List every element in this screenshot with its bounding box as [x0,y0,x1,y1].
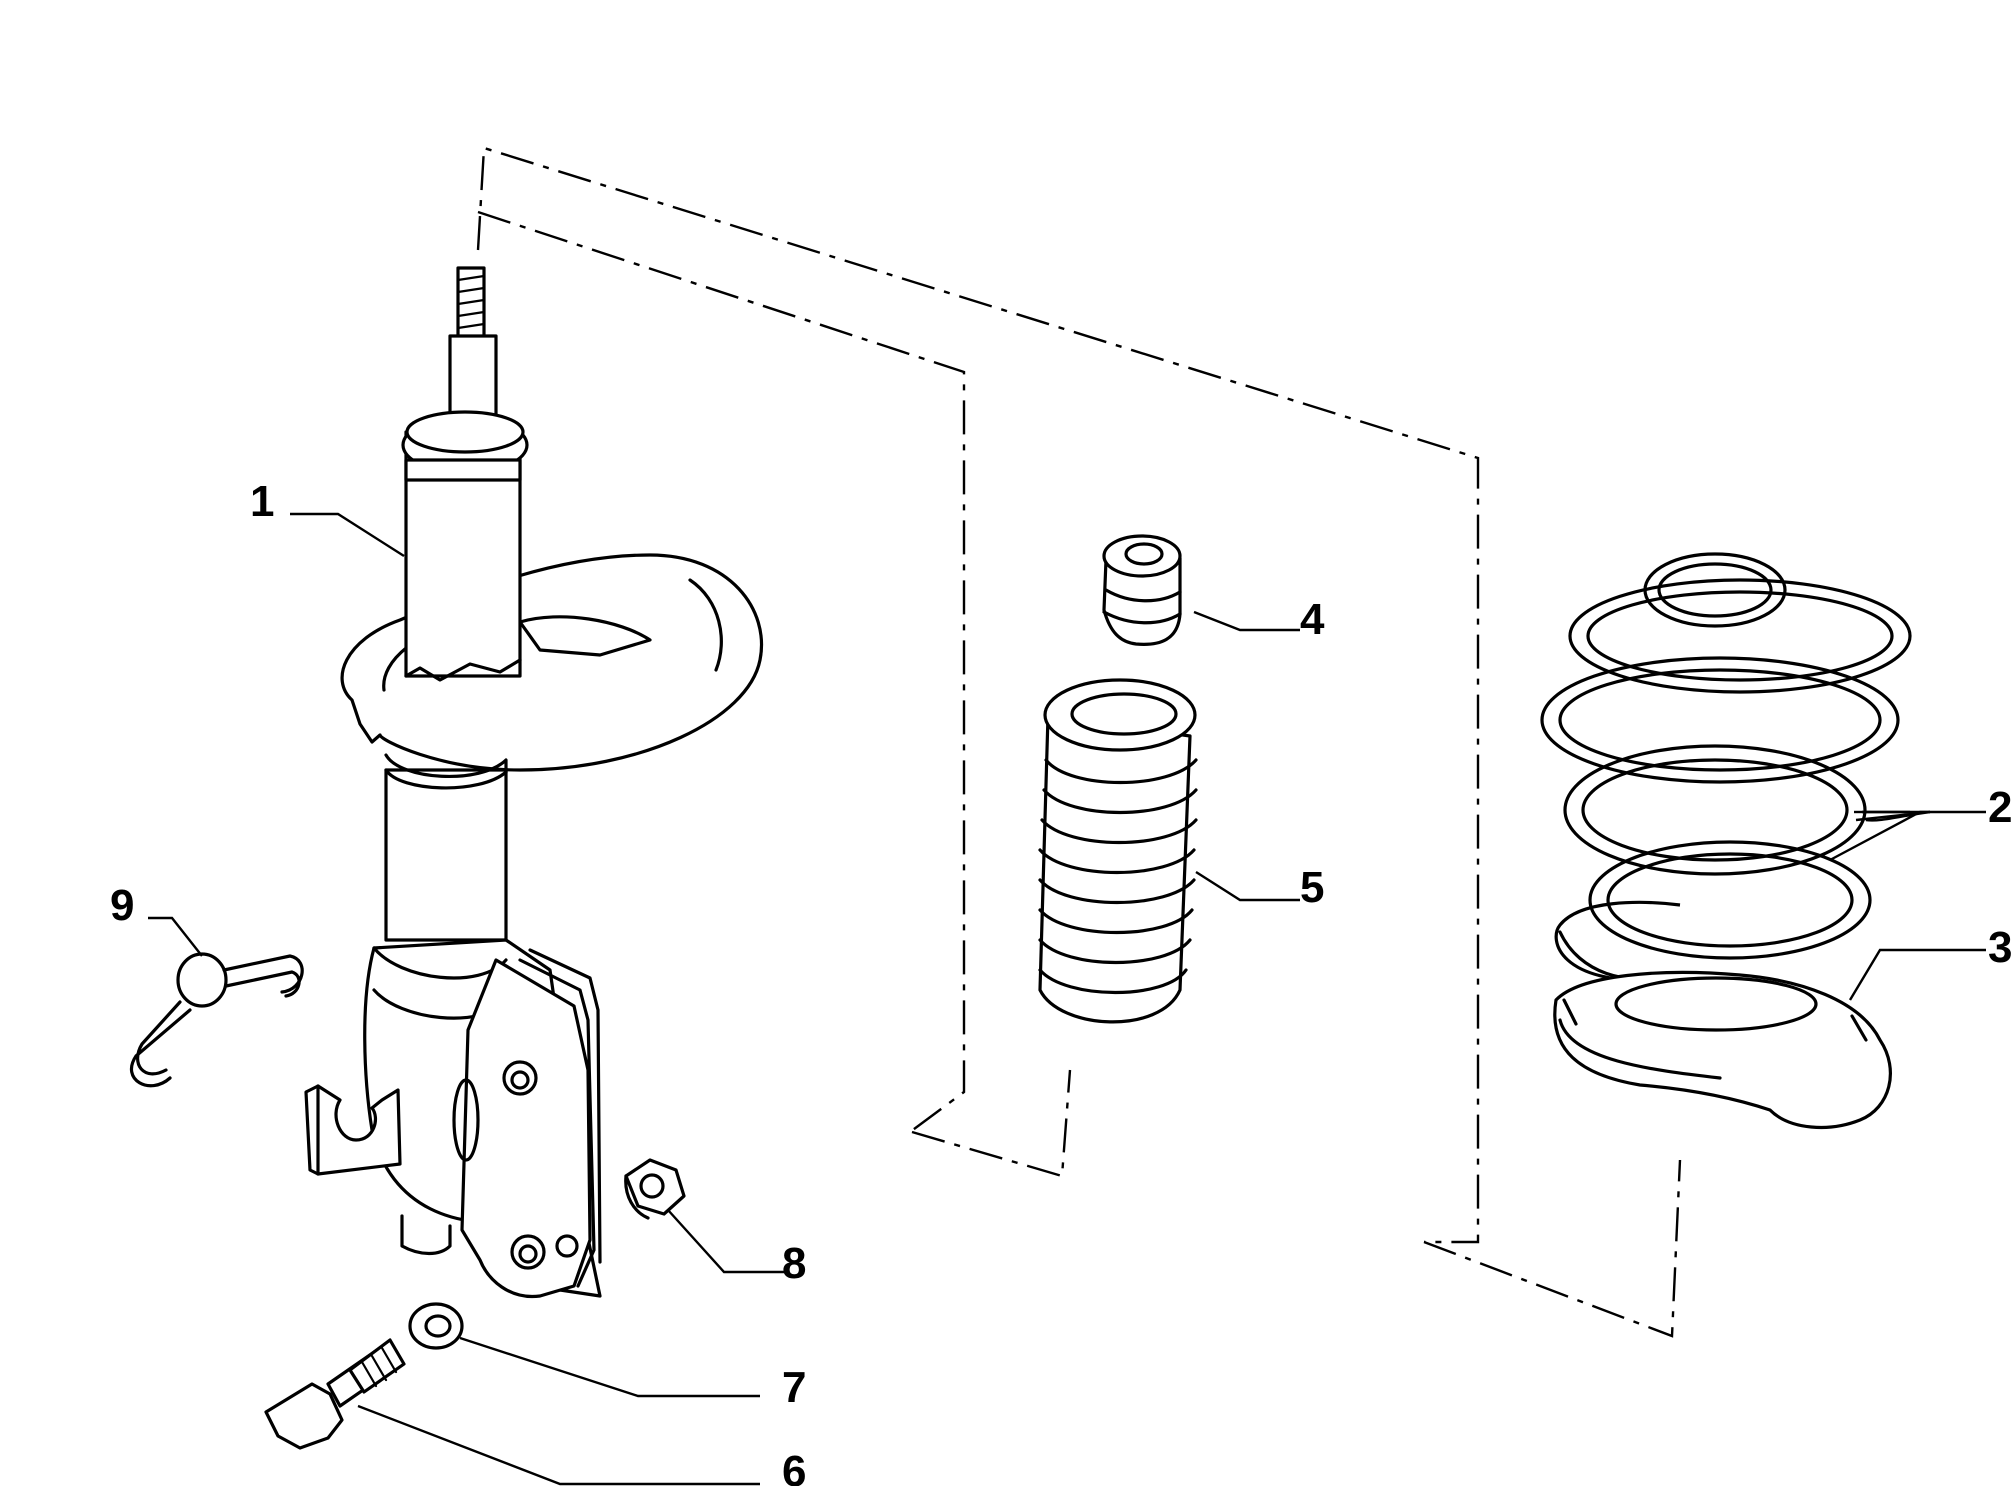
nut [624,1158,686,1220]
callout-labels: 1 2 3 4 5 6 7 8 9 [110,477,2012,1486]
callout-1: 1 [250,477,274,526]
callout-7: 7 [782,1363,806,1412]
assembly-guide-lines [476,146,1682,1338]
bolt [264,1338,406,1450]
callout-6: 6 [782,1447,806,1486]
callout-3: 3 [1988,923,2012,972]
spring-seat-pad [1553,970,1892,1129]
callout-9: 9 [110,881,134,930]
bump-stop [1102,534,1182,646]
spring-clip [129,952,304,1088]
callout-4: 4 [1300,595,1325,644]
protective-boot [1038,678,1198,1024]
callout-2: 2 [1988,783,2012,832]
coil-spring [1540,552,1912,994]
callout-5: 5 [1300,863,1324,912]
shock-absorber-strut [304,266,763,1299]
washer [408,1302,464,1350]
leader-lines [148,512,1986,1486]
callout-8: 8 [782,1239,806,1288]
